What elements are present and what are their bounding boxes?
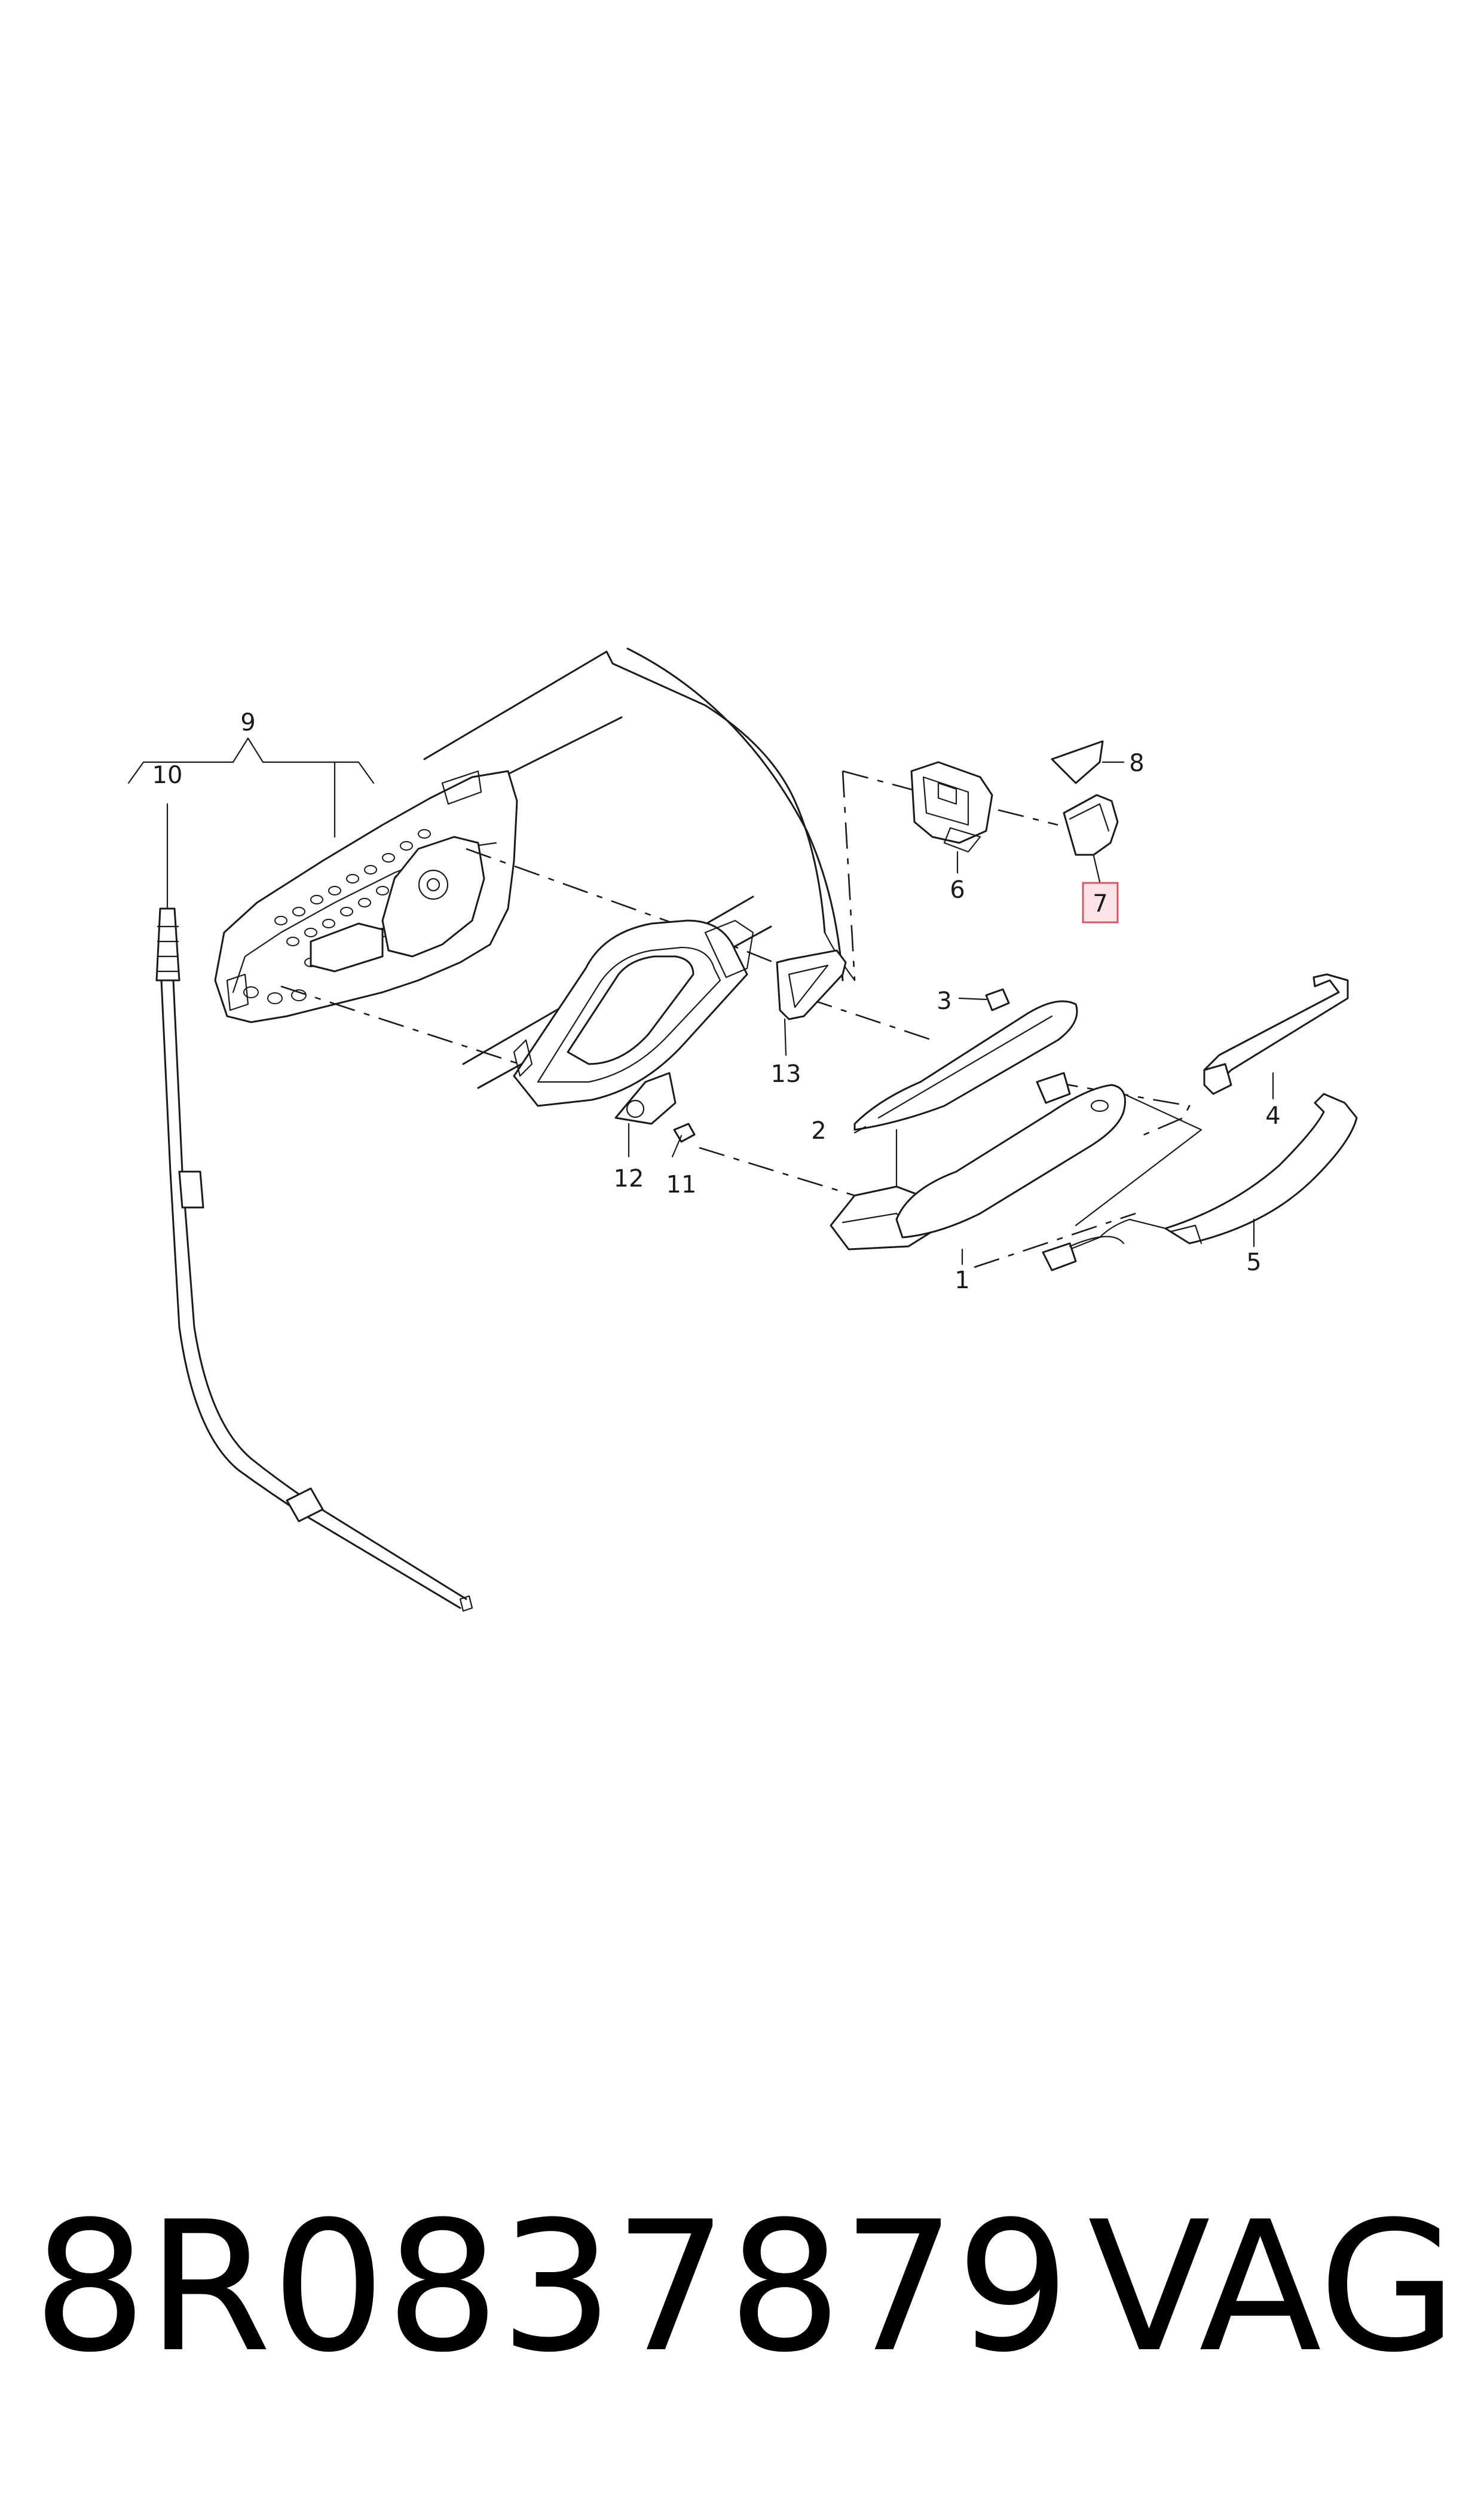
callout-9: 9	[240, 709, 255, 736]
callout-7: 7	[1093, 890, 1107, 918]
carrier-holes	[243, 829, 431, 1004]
callout-1: 1	[954, 1267, 969, 1294]
bowden-cable-10	[155, 803, 473, 1612]
callout-labels: 1 2 3 4 5 6 7 8 9 10 11 12 13	[152, 709, 1281, 1294]
gasket-13	[776, 949, 847, 1020]
callout-11: 11	[666, 1171, 697, 1199]
screw-3	[985, 988, 1010, 1011]
callout-8: 8	[1129, 750, 1144, 777]
handle-carrier	[214, 770, 518, 1023]
part-number: 8R0837879	[33, 2183, 1070, 2392]
brand-label: VAG	[1088, 2183, 1457, 2392]
gasket-12	[614, 1072, 677, 1125]
callout-6: 6	[950, 876, 965, 904]
callout-13: 13	[771, 1060, 801, 1088]
door-handle-1	[830, 1072, 1126, 1251]
callout-4: 4	[1265, 1102, 1280, 1130]
seal-5	[1042, 1093, 1358, 1271]
callout-3: 3	[937, 988, 951, 1015]
end-cap-7	[1063, 794, 1119, 856]
callout-5: 5	[1246, 1249, 1261, 1276]
insert-8	[1051, 740, 1104, 784]
callout-7-highlight	[1082, 882, 1119, 924]
grip-cover-2	[853, 1000, 1078, 1131]
callout-2: 2	[811, 1117, 826, 1145]
seal-4	[1203, 973, 1349, 1095]
leader-lines	[628, 761, 1274, 1265]
screw-11	[671, 1123, 696, 1158]
callout-10: 10	[152, 762, 183, 789]
assembly-lines	[280, 770, 1203, 1268]
lock-cylinder-6	[910, 761, 993, 853]
handle-bezel	[513, 919, 754, 1107]
callout-12: 12	[614, 1165, 644, 1193]
bracket-9	[127, 737, 375, 838]
